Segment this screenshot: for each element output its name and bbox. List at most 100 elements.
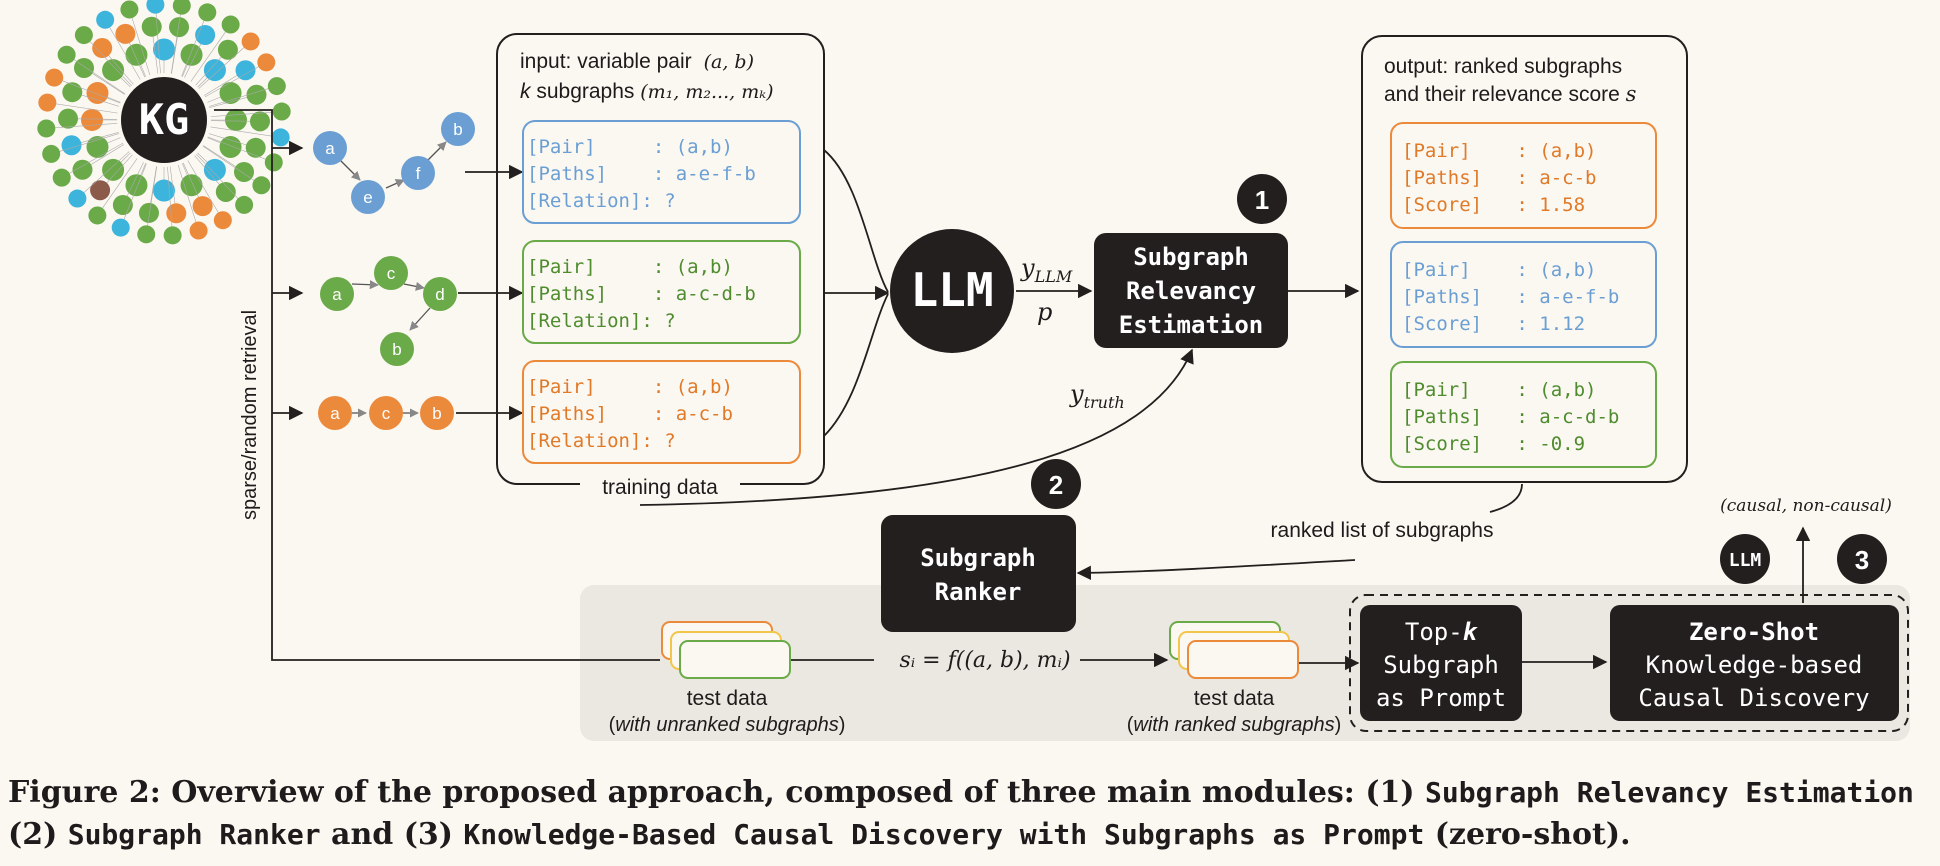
subgraph-ranker-box — [881, 515, 1076, 632]
training-card-orange: [Pair] : (a,b) [Paths] : a-c-b [Relation… — [522, 360, 801, 464]
sre-line3: Estimation — [1119, 311, 1264, 339]
card-paths: [Paths] : a-c-d-b — [527, 283, 756, 305]
kg-entity-node — [203, 158, 226, 181]
card-score: [Score] : -0.9 — [1402, 433, 1585, 455]
test-data-ranked-stack — [1169, 621, 1299, 679]
kg-entity-node — [245, 137, 266, 158]
orange-subgraph: a c b — [318, 396, 454, 430]
kg-entity-node — [90, 180, 111, 201]
node-label: a — [330, 404, 340, 423]
small-llm-label: LLM — [1729, 550, 1762, 571]
ranked-list-tail — [1489, 483, 1523, 513]
badge-3 — [1837, 534, 1887, 584]
card-paths: [Paths] : a-c-b — [527, 403, 733, 425]
kg-entity-node — [86, 81, 109, 104]
kg-entity-node — [42, 144, 61, 163]
kg-label: KG — [139, 95, 190, 144]
card-relation: [Relation]: ? — [527, 430, 676, 452]
kg-entity-node — [125, 174, 148, 197]
kg-entity-node — [198, 3, 217, 22]
kg-entity-node — [203, 59, 226, 82]
kg-entity-node — [86, 136, 109, 159]
subgraph-relevancy-estimation-box — [1094, 233, 1288, 348]
kg-entity-node — [57, 45, 76, 64]
node-label: b — [392, 340, 401, 359]
card-relation: [Relation]: ? — [527, 310, 676, 332]
card-pair: [Pair] : (a,b) — [527, 376, 733, 398]
kg-entity-node — [180, 174, 203, 197]
kg-entity-node — [169, 17, 190, 38]
kg-entity-node — [125, 43, 148, 66]
llm-node — [890, 229, 1014, 353]
kg-entity-node — [72, 159, 93, 180]
kg-entity-node — [141, 16, 162, 37]
kg-entity-node — [235, 195, 254, 214]
kg-entity-node — [120, 0, 139, 19]
zeroshot-line1: Zero-Shot — [1689, 618, 1819, 646]
kg-entity-node — [137, 225, 156, 244]
kg-entity-node — [111, 218, 130, 237]
test-data-unranked-title: test data — [687, 687, 768, 710]
kg-entity-node — [225, 109, 247, 131]
paren-close: ) — [839, 714, 846, 736]
output-box — [1361, 35, 1688, 483]
kg-entity-node — [215, 181, 236, 202]
node-label: a — [332, 285, 342, 304]
kg-entity-node — [272, 102, 291, 121]
kg-entity-node — [61, 135, 82, 156]
card-score: [Score] : 1.58 — [1402, 194, 1585, 216]
output-subtitle: and their relevance score s — [1384, 82, 1637, 106]
kg-entity-node — [241, 32, 260, 51]
kg-entity-node — [235, 60, 256, 81]
output-card-orange: [Pair] : (a,b) [Paths] : a-c-b [Score] :… — [1390, 122, 1657, 229]
topk-prompt-box — [1360, 605, 1522, 721]
approach-diagram: KG sparse/random retrieval a e f b a c d… — [37, 0, 1910, 741]
paren-open: ( — [1127, 714, 1134, 736]
zero-shot-discovery-box — [1610, 605, 1899, 721]
paren-open: ( — [609, 714, 616, 736]
kg-entity-node — [271, 128, 290, 147]
card-pair: [Pair] : (a,b) — [1402, 140, 1596, 162]
badge-1 — [1237, 174, 1287, 224]
node-label: d — [435, 285, 444, 304]
prompting-region — [1349, 594, 1909, 732]
card-pair: [Pair] : (a,b) — [527, 136, 733, 158]
kg-entity-node — [115, 23, 136, 44]
kg-entity-node — [102, 59, 125, 82]
flow-truth-to-sre — [639, 348, 1194, 506]
topk-line3: as Prompt — [1376, 684, 1506, 712]
y-llm-symbol: y — [1020, 254, 1035, 282]
retrieval-label: sparse/random retrieval — [239, 310, 261, 520]
test-data-unranked-stack — [661, 621, 791, 679]
flow-ranked-to-ranker — [1076, 559, 1356, 581]
output-card-green: [Pair] : (a,b) [Paths] : a-c-d-b [Score]… — [1390, 361, 1657, 468]
training-card-blue: [Pair] : (a,b) [Paths] : a-e-f-b [Relati… — [522, 120, 801, 224]
topk-k: k — [1463, 618, 1479, 646]
card-paths: [Paths] : a-c-b — [1402, 167, 1596, 189]
kg-entity-node — [88, 206, 107, 225]
card-pair: [Pair] : (a,b) — [527, 256, 733, 278]
kg-entity-node — [58, 108, 79, 129]
kg-entity-node — [73, 58, 94, 79]
caption-module-3: Knowledge-Based Causal Discovery with Su… — [463, 818, 1425, 851]
y-llm-label: yLLM — [1020, 254, 1073, 286]
badge-1-label: 1 — [1255, 185, 1269, 215]
kg-node — [117, 73, 211, 167]
flow-blue-to-llm — [823, 149, 889, 293]
input-line2: subgraphs — [531, 80, 641, 103]
card-paths: [Paths] : a-c-d-b — [1402, 406, 1619, 428]
test-data-unranked-note: (with unranked subgraphs) — [609, 714, 846, 736]
input-line1: input: variable pair — [520, 50, 692, 73]
kg-entity-node — [38, 93, 57, 112]
y-truth-symbol: y — [1069, 380, 1084, 408]
zeroshot-line2: Knowledge-based — [1646, 651, 1863, 679]
sre-line1: Subgraph — [1133, 243, 1249, 271]
zeroshot-line3: Causal Discovery — [1638, 684, 1869, 712]
ranked-list-label: ranked list of subgraphs — [1271, 519, 1494, 542]
y-llm-subscript: LLM — [1034, 267, 1073, 286]
kg-entity-node — [81, 109, 103, 131]
test-data-unranked-italic: with unranked subgraphs — [615, 714, 838, 736]
badge-2 — [1031, 459, 1081, 509]
kg-entity-node — [267, 77, 286, 96]
kg-entity-node — [96, 10, 115, 29]
